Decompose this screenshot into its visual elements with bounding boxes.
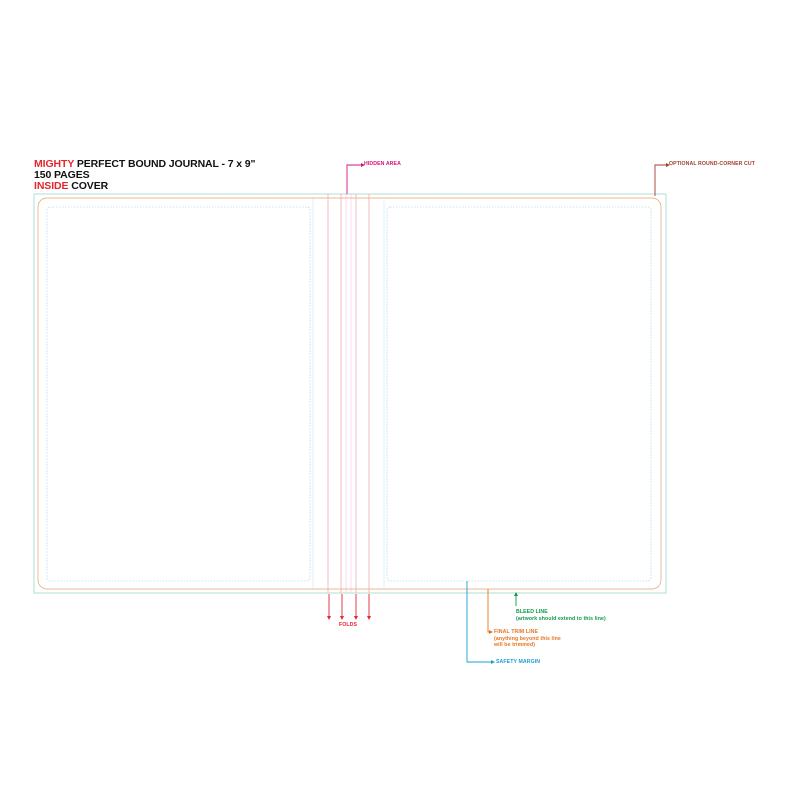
template-title: MIGHTY PERFECT BOUND JOURNAL - 7 x 9" 15…	[34, 158, 256, 192]
bleed-arrowhead	[514, 592, 518, 596]
bleed-line-note: (artwork should extend to this line)	[516, 615, 606, 622]
title-line-2: 150 PAGES	[34, 169, 90, 181]
title-line-1: MIGHTY PERFECT BOUND JOURNAL - 7 x 9"	[34, 158, 256, 170]
trim-leader	[487, 589, 490, 633]
trim-line-note-2: will be trimmed)	[494, 642, 536, 648]
bleed-line-title: BLEED LINE	[516, 609, 548, 615]
title-product-name: PERFECT BOUND JOURNAL - 7 x 9"	[74, 158, 256, 170]
hidden-area-leader	[346, 164, 361, 194]
fold-arrowhead-1	[327, 616, 331, 620]
hidden-area-arrowhead	[361, 163, 365, 167]
trim-line-note-1: (anything beyond this line	[494, 635, 561, 642]
safety-arrowhead	[491, 660, 495, 664]
hidden-area-label: HIDDEN AREA	[364, 161, 401, 167]
title-highlight-inside: INSIDE	[34, 180, 69, 192]
round-corner-leader	[654, 164, 666, 196]
title-line-3: INSIDE COVER	[34, 181, 255, 192]
bleed-line-label: BLEED LINE (artwork should extend to thi…	[516, 609, 606, 622]
safety-margin-left-panel	[46, 206, 311, 582]
title-highlight-mighty: MIGHTY	[34, 158, 75, 170]
trim-line-label: FINAL TRIM LINE (anything beyond this li…	[494, 629, 561, 649]
fold-arrowhead-2	[340, 616, 344, 620]
folds-label: FOLDS	[339, 622, 358, 628]
safety-leader	[466, 581, 491, 663]
round-corner-arrowhead	[666, 163, 670, 167]
round-corner-label: OPTIONAL ROUND-CORNER CUT	[669, 161, 755, 167]
fold-arrowhead-3	[354, 616, 358, 620]
bleed-line-rect	[33, 193, 667, 594]
trim-arrowhead	[489, 630, 493, 634]
trim-line-title: FINAL TRIM LINE	[494, 629, 539, 635]
title-cover-type: COVER	[68, 180, 109, 192]
trim-line-rect	[37, 197, 662, 590]
safety-margin-label: SAFETY MARGIN	[496, 659, 541, 665]
fold-arrowhead-4	[367, 616, 371, 620]
safety-margin-right-panel	[386, 206, 652, 582]
